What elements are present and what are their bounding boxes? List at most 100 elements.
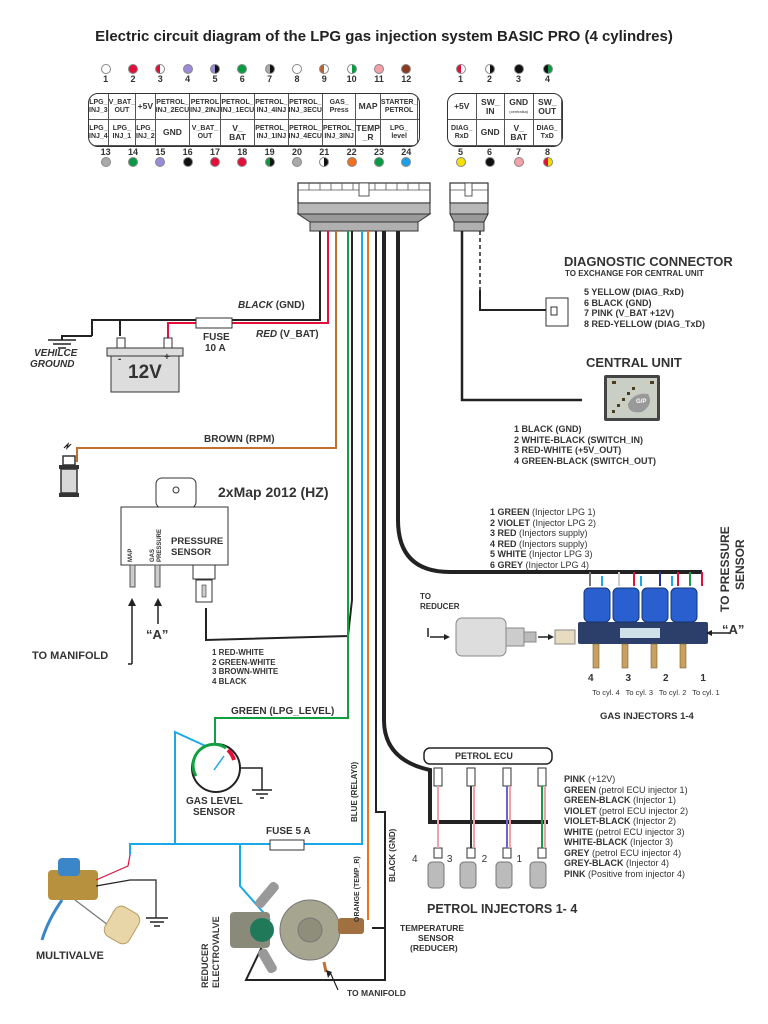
pin-label-8: PETROL_ INJ_3ECU	[288, 94, 323, 120]
wire-color-dot	[182, 157, 193, 167]
pin-label-2: V_BAT_ OUT	[108, 94, 137, 120]
temperature-sensor-label-1: TEMPERATURE	[400, 923, 465, 933]
gas-level-sensor-label-2: SENSOR	[193, 807, 236, 818]
gas-injector-number: 4	[588, 673, 594, 684]
green-lpg-level-label: GREEN (LPG_LEVEL)	[231, 706, 335, 717]
temperature-sensor-label-3: (REDUCER)	[410, 943, 458, 953]
pin-label-3: +5V	[136, 94, 156, 120]
main-top-pin-11: 11	[373, 64, 384, 84]
main-bottom-pin-20: 20	[291, 147, 302, 167]
orange-temp-r-label: ORANGE (TEMP_R)	[354, 856, 361, 922]
pin-sublabel: (centralka)	[509, 108, 529, 114]
gas-injector-number: 3	[625, 673, 632, 684]
diagnostic-wire-list: 5 YELLOW (DIAG_RxD) 6 BLACK (GND) 7 PINK…	[584, 287, 705, 329]
pin-label-2: SW_ IN	[476, 94, 505, 120]
pressure-sensor-wire: 1 RED-WHITE	[212, 648, 264, 657]
pin-number: 5	[457, 147, 463, 157]
central-unit-device	[604, 375, 660, 421]
black-gnd-label: BLACK (GND)	[238, 300, 305, 311]
gas-filter	[427, 617, 730, 657]
petrol-injector-numbers: 4 3 2 1	[412, 854, 522, 865]
petrol-injector-number: 4	[412, 854, 418, 865]
central-unit-wire-list: 1 BLACK (GND) 2 WHITE-BLACK (SWITCH_IN) …	[514, 424, 656, 466]
pin-label-19: PETROL_ INJ_1INJ	[255, 120, 289, 146]
pin-label-5: PETROL INJ_2INJ	[190, 94, 221, 120]
to-cyl-label: To cyl. 3	[625, 688, 654, 697]
pressure-sensor-label-2: SENSOR	[171, 547, 212, 558]
multivalve-device	[40, 854, 168, 945]
central-unit-gp-button[interactable]: G/P	[636, 399, 647, 405]
pin-label-8: DIAG_ TxD	[533, 120, 562, 146]
pin-label-17: V_BAT_ OUT	[190, 120, 221, 146]
wire-color-dot	[127, 64, 138, 74]
main-bottom-pin-16: 16	[182, 147, 193, 167]
pin-label-text: LPG_ INJ_2	[136, 124, 155, 140]
pressure-sensor-label-1: PRESSURE	[171, 536, 224, 547]
petrol-ecu-block	[423, 747, 553, 889]
pin-number: 1	[457, 74, 463, 84]
battery-12v	[106, 337, 184, 393]
port-gas-pressure-label: GAS PRESSURE	[150, 528, 163, 562]
main-bottom-pin-14: 14	[127, 147, 138, 167]
petrol-wire: VIOLET-BLACK (Injector 2)	[564, 816, 677, 826]
to-cyl-label: To cyl. 2	[658, 688, 687, 697]
central-unit-wire: 2 WHITE-BLACK (SWITCH_IN)	[514, 434, 643, 445]
diag-connector-plug	[449, 182, 489, 232]
pin-label-11: STARTER_ PETROL	[380, 94, 419, 120]
fuse-10a-rating: 10 A	[205, 343, 226, 354]
to-reducer-label-2: REDUCER	[420, 602, 460, 611]
diagnostic-wire: 5 YELLOW (DIAG_RxD)	[584, 287, 684, 297]
petrol-injector-number: 2	[481, 854, 488, 865]
multivalve-label: MULTIVALVE	[36, 950, 104, 962]
pin-label-6: PETROL_ INJ_1ECU	[220, 94, 256, 120]
to-manifold-label: TO MANIFOLD	[32, 650, 109, 662]
pin-label-text: PETROL_ INJ_4ECU	[288, 124, 322, 140]
fuse-5a	[269, 839, 305, 851]
pin-number: 2	[130, 74, 136, 84]
pin-label-text: PETROL_ INJ_1ECU	[220, 98, 255, 114]
pin-label-5: DIAG_ RxD	[448, 120, 477, 146]
black-gnd-vertical-label: BLACK (GND)	[388, 828, 397, 882]
wire-color-dot	[319, 157, 330, 167]
gas-level-gauge	[191, 742, 272, 799]
main-top-pin-5: 5	[209, 64, 220, 84]
wire-color-dot	[542, 64, 553, 74]
marker-a-injectors: “A”	[722, 622, 745, 637]
pin-label-10: MAP	[356, 94, 381, 120]
wire-color-dot	[513, 157, 524, 167]
main-top-pin-4: 4	[182, 64, 193, 84]
main-bottom-pin-15: 15	[155, 147, 165, 167]
pin-label-14: LPG_ INJ_1	[108, 120, 137, 146]
pin-label-21: PETROL_ INJ_3INJ	[322, 120, 357, 146]
wire-color-dot	[484, 157, 495, 167]
diagnostic-wire: 7 PINK (V_BAT +12V)	[584, 308, 675, 318]
petrol-wire: GREEN (petrol ECU injector 1)	[564, 784, 688, 795]
pin-label-text: STARTER_ PETROL	[380, 98, 418, 114]
pin-label-text: +5V	[454, 101, 470, 111]
main-top-pin-10: 10	[346, 64, 357, 84]
diagnostic-wire: 6 BLACK (GND)	[584, 297, 652, 308]
diag-bottom-pin-5: 5	[455, 147, 466, 167]
central-unit-wire: 1 BLACK (GND)	[514, 424, 582, 434]
wire-color-dot	[155, 64, 166, 74]
pin-number: 6	[239, 74, 245, 84]
pin-label-text: PETROL_ INJ_1INJ	[255, 124, 288, 140]
gas-injector-wire: 1 GREEN (Injector LPG 1)	[490, 507, 596, 517]
petrol-wire: PINK (Positive from injector 4)	[564, 868, 686, 879]
pin-label-text: +5V	[137, 101, 154, 111]
petrol-wire: WHITE-BLACK (Injector 3)	[564, 837, 674, 847]
pin-label-7: PETROL_ INJ_4INJ	[255, 94, 289, 120]
to-pressure-sensor-label-1: TO PRESSURE	[718, 526, 732, 612]
diag-bottom-pin-6: 6	[484, 147, 495, 167]
diag-top-pin-3: 3	[513, 64, 524, 84]
pin-label-text: PETROL INJ_2INJ	[190, 98, 220, 114]
pin-number: 24	[401, 147, 412, 157]
pin-label-text: Relay0	[418, 128, 419, 137]
pin-label-16: GND	[155, 120, 191, 146]
wire-color-dot	[455, 64, 466, 74]
gas-injectors-title: GAS INJECTORS 1-4	[600, 711, 694, 722]
vehicle-ground-label-2: GROUND	[30, 359, 75, 370]
diagnostic-connector-title: DIAGNOSTIC CONNECTOR	[564, 254, 733, 269]
